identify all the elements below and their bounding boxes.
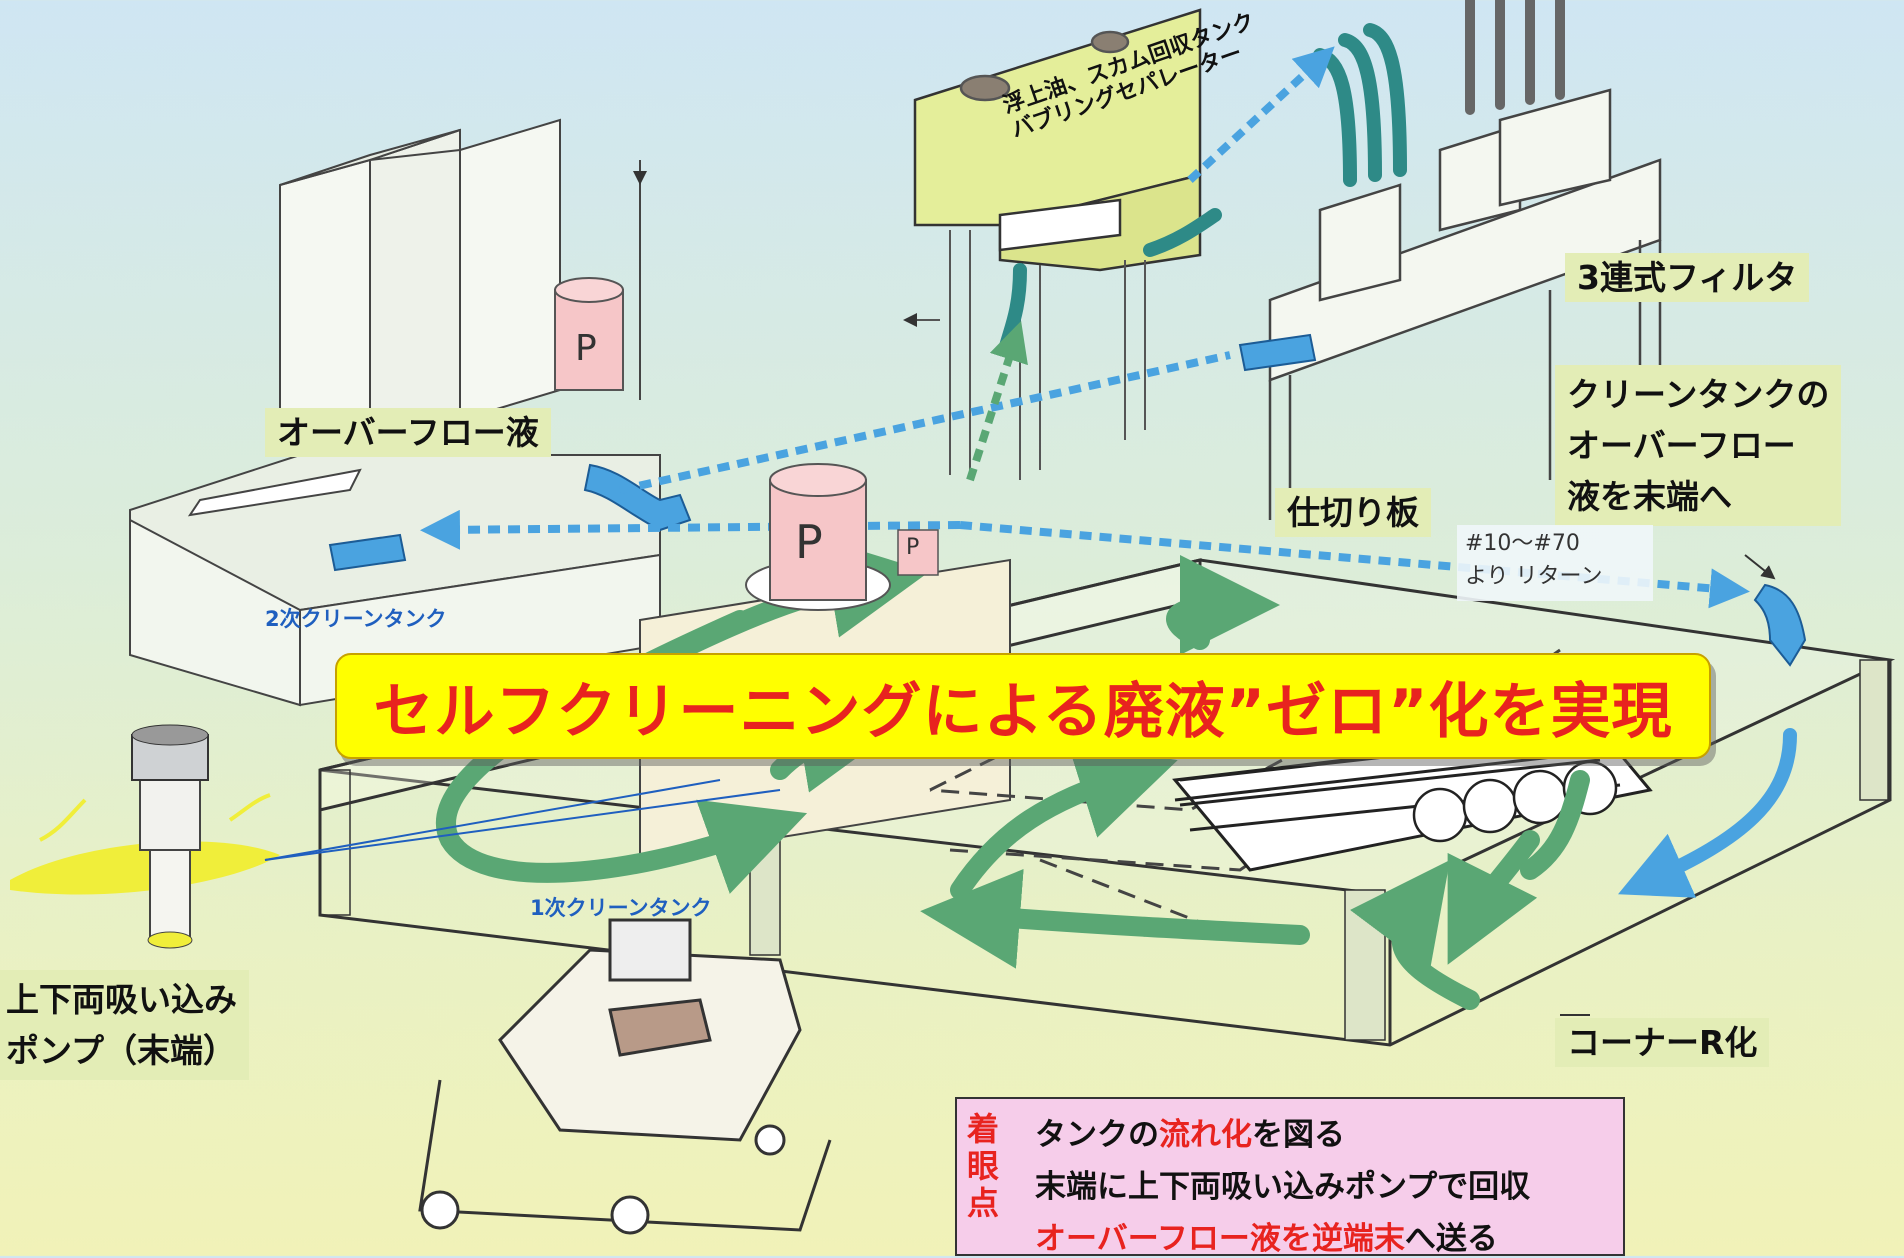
key-point-1-before: タンクの: [1035, 1117, 1159, 1153]
label-return-2: より リターン: [1465, 564, 1603, 589]
triple-filter: [1268, 88, 1662, 520]
key-point-1-after: を図る: [1252, 1117, 1345, 1153]
double-suction-pump: [10, 724, 280, 949]
label-primary-clean-tank: 1次クリーンタンク: [530, 896, 712, 920]
drum-filter: [1172, 728, 1653, 872]
separator-stand: [903, 230, 1146, 480]
key-point-3-highlight: オーバーフロー液を逆端末: [1035, 1221, 1405, 1257]
pump-letter-secondary: P: [575, 328, 597, 369]
label-return: #10～#70 より リターン: [1457, 525, 1653, 601]
key-points-heading-1: 着: [967, 1110, 1000, 1148]
blue-pipes: [328, 333, 1807, 667]
pump-secondary: [554, 277, 624, 391]
overflow-pointer: [1744, 554, 1776, 580]
label-clean-tank-overflow-3: 液を末端へ: [1567, 477, 1732, 517]
key-points-heading-3: 点: [967, 1183, 1000, 1222]
pump-letter-small: P: [906, 535, 920, 560]
chip-cart: [418, 918, 832, 1235]
key-point-2: 末端に上下両吸い込みポンプで回収: [1035, 1169, 1531, 1205]
filter-pipes: [1465, 0, 1565, 115]
key-points-heading: 着 眼 点: [967, 1111, 1001, 1221]
label-secondary-clean-tank: 2次クリーンタンク: [265, 607, 447, 631]
label-clean-tank-overflow-2: オーバーフロー: [1567, 426, 1796, 466]
key-point-1: タンクの流れ化を図る: [1035, 1109, 1345, 1154]
label-pump-1: 上下両吸い込み: [6, 980, 237, 1019]
key-point-3-after: へ送る: [1404, 1221, 1498, 1257]
label-return-1: #10～#70: [1465, 531, 1580, 556]
label-clean-tank-overflow-1: クリーンタンクの: [1567, 375, 1830, 414]
headline-banner: セルフクリーニングによる廃液”ゼロ”化を実現: [335, 653, 1711, 759]
label-partition: 仕切り板: [1275, 488, 1431, 538]
label-double-suction-pump: 上下両吸い込み ポンプ（末端）: [0, 970, 249, 1081]
label-pump-2: ポンプ（末端）: [6, 1031, 237, 1071]
key-point-3: オーバーフロー液を逆端末へ送る: [1035, 1213, 1498, 1258]
label-clean-tank-overflow: クリーンタンクの オーバーフロー 液を末端へ: [1555, 365, 1842, 527]
blue-flow-arrows: [1618, 728, 1797, 898]
key-point-1-highlight: 流れ化: [1159, 1117, 1252, 1153]
pump-letter-center: P: [795, 515, 823, 569]
key-points-box: 着 眼 点 タンクの流れ化を図る 末端に上下両吸い込みポンプで回収 オーバーフロ…: [955, 1097, 1625, 1258]
label-triple-filter: 3連式フィルタ: [1565, 253, 1810, 303]
pump-primary-center: [745, 463, 939, 611]
pump-callout-lines: [264, 779, 781, 861]
label-corner: コーナーR化: [1555, 1018, 1770, 1068]
control-cabinets: [279, 118, 561, 447]
label-overflow-liquid: オーバーフロー液: [265, 408, 551, 458]
bubbling-separator: [913, 8, 1202, 272]
key-points-heading-2: 眼: [967, 1146, 1000, 1185]
green-flow-paths: [966, 320, 1028, 482]
